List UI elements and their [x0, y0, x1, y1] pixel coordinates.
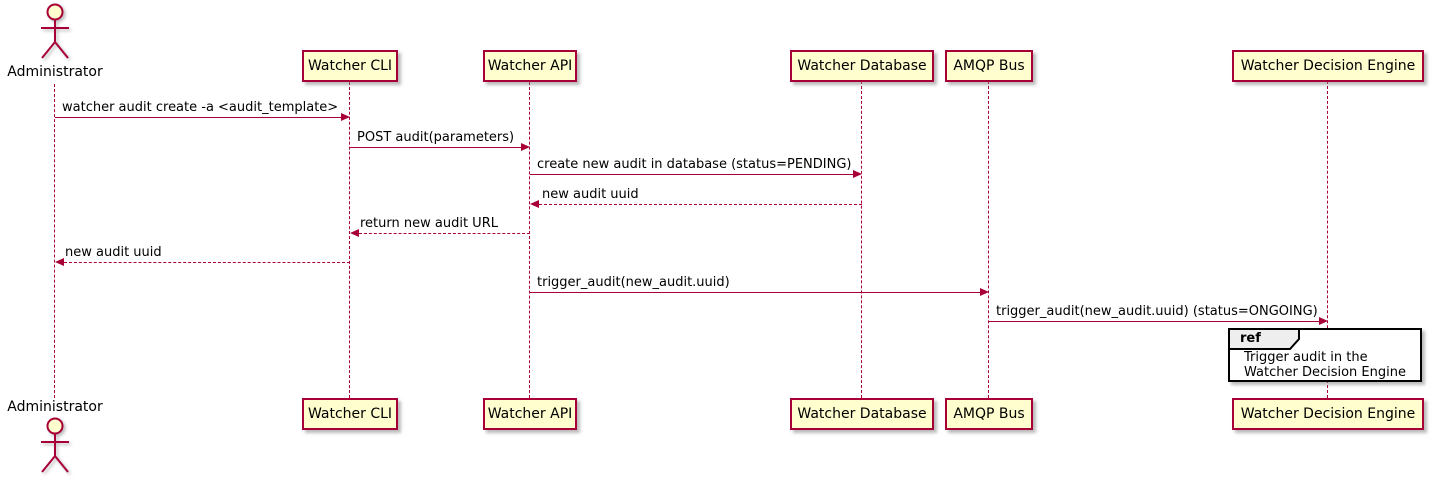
lifeline-watcher-api	[529, 82, 530, 398]
message-line	[530, 292, 980, 293]
participant-bottom-watcher-database: Watcher Database	[790, 398, 934, 430]
participant-bottom-watcher-decision-engine: Watcher Decision Engine	[1232, 398, 1424, 430]
ref-keyword: ref	[1240, 331, 1261, 346]
participant-top-watcher-api: Watcher API	[483, 50, 577, 82]
message-label: trigger_audit(new_audit.uuid) (status=ON…	[996, 304, 1318, 319]
message-label: trigger_audit(new_audit.uuid)	[537, 275, 730, 290]
participant-top-watcher-decision-engine: Watcher Decision Engine	[1232, 50, 1424, 82]
participant-label: Watcher Decision Engine	[1240, 58, 1416, 74]
participant-label: AMQP Bus	[953, 58, 1025, 74]
message-label: create new audit in database (status=PEN…	[537, 157, 852, 172]
arrowhead-icon	[1319, 317, 1328, 325]
arrowhead-icon	[350, 229, 359, 237]
arrowhead-icon	[530, 200, 539, 208]
participant-bottom-watcher-cli: Watcher CLI	[302, 398, 398, 430]
message-line	[64, 262, 350, 263]
message-line	[530, 174, 853, 175]
lifeline-amqp-bus	[988, 81, 989, 398]
participant-label: Watcher API	[487, 58, 573, 74]
lifeline-watcher-decision-engine	[1327, 81, 1328, 398]
participant-label: AMQP Bus	[953, 406, 1025, 422]
message-line	[350, 147, 521, 148]
ref-text-line: Watcher Decision Engine	[1244, 365, 1406, 380]
participant-top-amqp-bus: AMQP Bus	[945, 50, 1033, 82]
participant-label: Watcher Decision Engine	[1240, 406, 1416, 422]
message-label: new audit uuid	[65, 245, 162, 260]
actor-label-top: Administrator	[7, 64, 103, 80]
ref-fragment: ref Trigger audit in the Watcher Decisio…	[1228, 328, 1422, 382]
participant-bottom-watcher-api: Watcher API	[483, 398, 577, 430]
arrowhead-icon	[853, 170, 862, 178]
lifeline-administrator	[54, 84, 55, 398]
message-label: new audit uuid	[542, 187, 639, 202]
lifeline-watcher-cli	[349, 82, 350, 398]
participant-top-watcher-cli: Watcher CLI	[302, 50, 398, 82]
actor-icon	[41, 3, 69, 59]
participant-label: Watcher Database	[797, 58, 927, 74]
arrowhead-icon	[341, 113, 350, 121]
participant-label: Watcher Database	[797, 406, 927, 422]
actor-label-bottom: Administrator	[7, 399, 103, 415]
lifeline-watcher-database	[861, 81, 862, 398]
message-label: return new audit URL	[360, 216, 498, 231]
ref-text: Trigger audit in the Watcher Decision En…	[1230, 350, 1420, 380]
ref-tab-icon	[1228, 328, 1300, 350]
participant-label: Watcher CLI	[307, 406, 393, 422]
message-line	[989, 321, 1319, 322]
actor-icon	[41, 417, 69, 473]
message-label: watcher audit create -a <audit_template>	[62, 100, 339, 115]
participant-label: Watcher API	[487, 406, 573, 422]
participant-top-watcher-database: Watcher Database	[790, 50, 934, 82]
arrowhead-icon	[55, 258, 64, 266]
message-line	[539, 204, 862, 205]
message-label: POST audit(parameters)	[357, 130, 515, 145]
participant-bottom-amqp-bus: AMQP Bus	[945, 398, 1033, 430]
arrowhead-icon	[521, 143, 530, 151]
arrowhead-icon	[980, 288, 989, 296]
participant-label: Watcher CLI	[307, 58, 393, 74]
message-line	[359, 233, 530, 234]
ref-text-line: Trigger audit in the	[1244, 350, 1368, 365]
message-line	[55, 117, 341, 118]
